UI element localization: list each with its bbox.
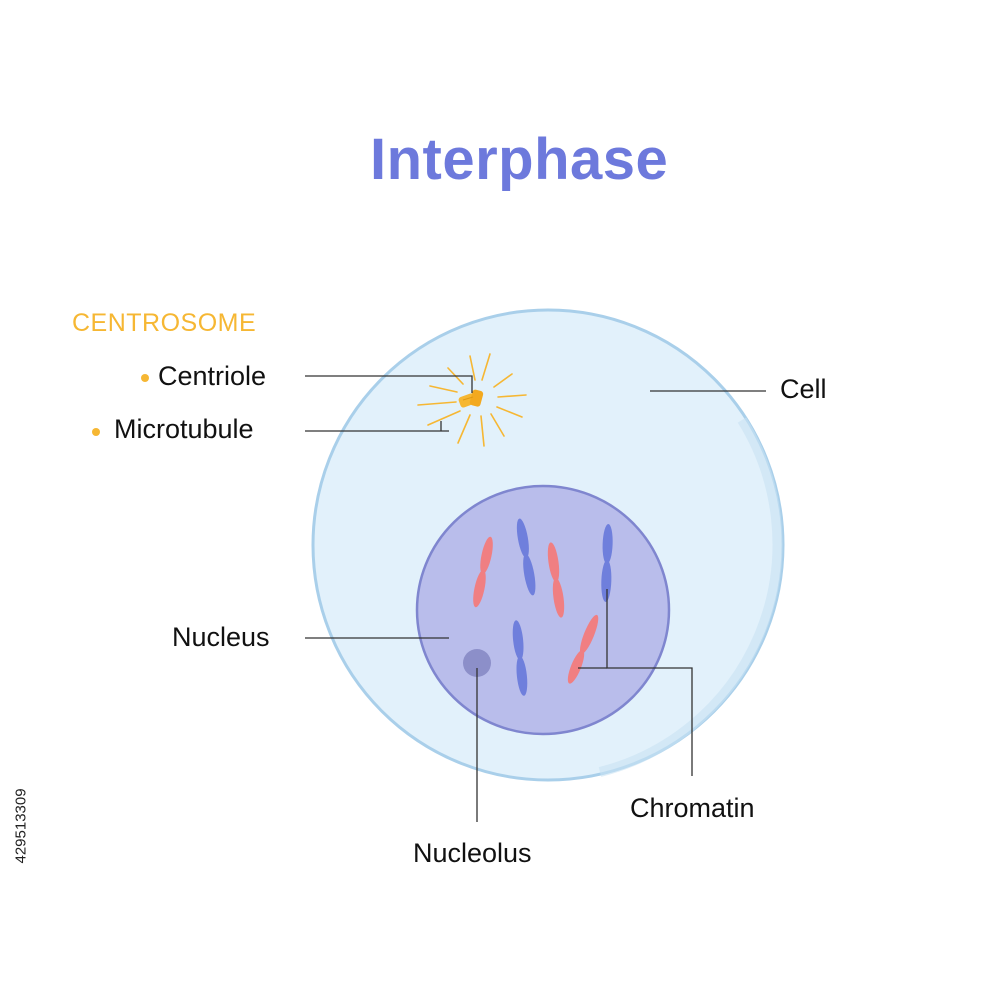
centrosome-heading: CENTROSOME bbox=[72, 309, 257, 337]
image-id: 429513309 bbox=[12, 788, 30, 864]
chromosome-red-1 bbox=[473, 536, 493, 608]
chromatin-label: Chromatin bbox=[630, 793, 755, 823]
nucleolus bbox=[463, 649, 491, 677]
chromatin-group bbox=[473, 518, 613, 696]
chromosome-blue-2 bbox=[601, 524, 613, 602]
cell-label: Cell bbox=[780, 374, 827, 404]
chromosome-red-3 bbox=[567, 614, 599, 684]
cell-shading bbox=[598, 417, 783, 777]
chromatin-leader bbox=[606, 589, 693, 776]
microtubule-bullet bbox=[92, 428, 100, 436]
chromosome-blue-1 bbox=[516, 518, 536, 596]
nucleus-label: Nucleus bbox=[172, 622, 270, 652]
chromosome-blue-3 bbox=[512, 620, 528, 696]
diagram-title: Interphase bbox=[370, 127, 669, 192]
nucleus bbox=[415, 484, 671, 736]
microtubule-label: Microtubule bbox=[114, 414, 254, 444]
centriole-label: Centriole bbox=[158, 361, 267, 391]
centriole-leader bbox=[305, 375, 473, 393]
centriole-bullet bbox=[141, 374, 149, 382]
chromosome-red-2 bbox=[547, 542, 565, 618]
centriole bbox=[458, 389, 484, 408]
leader-lines bbox=[305, 375, 766, 822]
centrosome bbox=[417, 353, 527, 447]
microtubules bbox=[417, 353, 527, 447]
nucleolus-label: Nucleolus bbox=[413, 838, 532, 868]
